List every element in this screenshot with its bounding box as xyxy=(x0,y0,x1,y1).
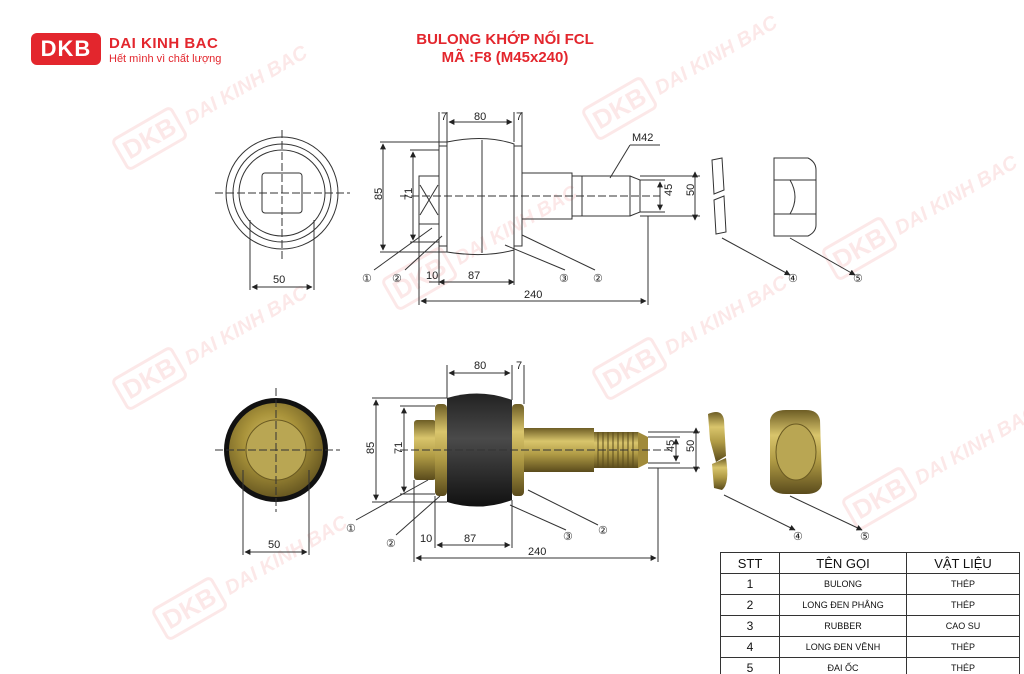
brand-slogan: Hết mình vì chất lượng xyxy=(109,53,222,65)
dim-85: 85 xyxy=(373,188,385,200)
row-stt: 2 xyxy=(720,594,780,616)
dim-80: 80 xyxy=(474,111,486,123)
bottom-spring-washer xyxy=(708,412,796,531)
row-name: ĐAI ỐC xyxy=(779,657,907,674)
col-stt: STT xyxy=(720,552,780,574)
table-row: 1 BULONG THÉP xyxy=(720,573,1020,595)
top-end-view xyxy=(215,130,350,290)
dim-85-bottom: 85 xyxy=(365,442,377,454)
dim-7-left: 7 xyxy=(441,111,447,123)
dim-50-top-end: 50 xyxy=(273,274,285,286)
row-name: LONG ĐEN PHẲNG xyxy=(779,594,907,616)
dim-240-bottom: 240 xyxy=(528,546,546,558)
dim-10: 10 xyxy=(426,270,438,282)
row-material: THÉP xyxy=(906,636,1020,658)
row-name: LONG ĐEN VÊNH xyxy=(779,636,907,658)
title-line-1: BULONG KHỚP NỐI FCL xyxy=(416,31,594,48)
dim-87-bottom: 87 xyxy=(464,533,476,545)
dim-45: 45 xyxy=(663,184,675,196)
dim-m42: M42 xyxy=(632,132,653,144)
row-material: THÉP xyxy=(906,573,1020,595)
col-name: TÊN GỌI xyxy=(779,552,907,574)
logo-mark: DKB xyxy=(31,33,101,65)
dim-50-bottom-side: 50 xyxy=(685,440,697,452)
row-material: THÉP xyxy=(906,657,1020,674)
row-stt: 4 xyxy=(720,636,780,658)
dim-87: 87 xyxy=(468,270,480,282)
callout-2b-bottom: ② xyxy=(598,525,608,537)
dim-71: 71 xyxy=(403,188,415,200)
callout-5-bottom: ⑤ xyxy=(860,531,870,543)
callout-2: ② xyxy=(392,273,402,285)
top-spring-washer xyxy=(711,157,791,276)
brand-name: DAI KINH BAC xyxy=(109,35,219,52)
row-stt: 1 xyxy=(720,573,780,595)
bottom-side-view xyxy=(355,365,700,562)
dim-240: 240 xyxy=(524,289,542,301)
title-line-2: MÃ :F8 (M45x240) xyxy=(441,49,569,66)
dim-50-bottom-end: 50 xyxy=(268,539,280,551)
dim-7-bottom: 7 xyxy=(516,360,522,372)
top-side-view xyxy=(373,112,700,305)
table-row: 3 RUBBER CAO SU xyxy=(720,615,1020,637)
table-row: 4 LONG ĐEN VÊNH THÉP xyxy=(720,636,1020,658)
bottom-nut xyxy=(770,410,863,531)
row-stt: 3 xyxy=(720,615,780,637)
row-material: CAO SU xyxy=(906,615,1020,637)
top-nut xyxy=(773,157,856,276)
callout-2b: ② xyxy=(593,273,603,285)
row-name: BULONG xyxy=(779,573,907,595)
callout-1: ① xyxy=(362,273,372,285)
bottom-end-view xyxy=(215,388,340,555)
table-row: 5 ĐAI ỐC THÉP xyxy=(720,657,1020,674)
parts-table-header: STT TÊN GỌI VẬT LIỆU xyxy=(720,552,1020,574)
table-row: 2 LONG ĐEN PHẲNG THÉP xyxy=(720,594,1020,616)
callout-1-bottom: ① xyxy=(346,523,356,535)
dim-71-bottom: 71 xyxy=(393,442,405,454)
dim-10-bottom: 10 xyxy=(420,533,432,545)
dim-7-right: 7 xyxy=(516,111,522,123)
parts-table: STT TÊN GỌI VẬT LIỆU 1 BULONG THÉP 2 LON… xyxy=(720,552,1020,674)
row-name: RUBBER xyxy=(779,615,907,637)
callout-2-bottom: ② xyxy=(386,538,396,550)
row-material: THÉP xyxy=(906,594,1020,616)
dim-80-bottom: 80 xyxy=(474,360,486,372)
callout-4: ④ xyxy=(788,273,798,285)
callout-3-bottom: ③ xyxy=(563,531,573,543)
brand-logo: DKB DAI KINH BAC Hết mình vì chất lượng xyxy=(31,33,231,67)
page-title: BULONG KHỚP NỐI FCL MÃ :F8 (M45x240) xyxy=(380,31,630,67)
col-material: VẬT LIỆU xyxy=(906,552,1020,574)
callout-5: ⑤ xyxy=(853,273,863,285)
callout-3: ③ xyxy=(559,273,569,285)
callout-4-bottom: ④ xyxy=(793,531,803,543)
dim-45-bottom: 45 xyxy=(665,440,677,452)
dim-50-side: 50 xyxy=(685,184,697,196)
row-stt: 5 xyxy=(720,657,780,674)
